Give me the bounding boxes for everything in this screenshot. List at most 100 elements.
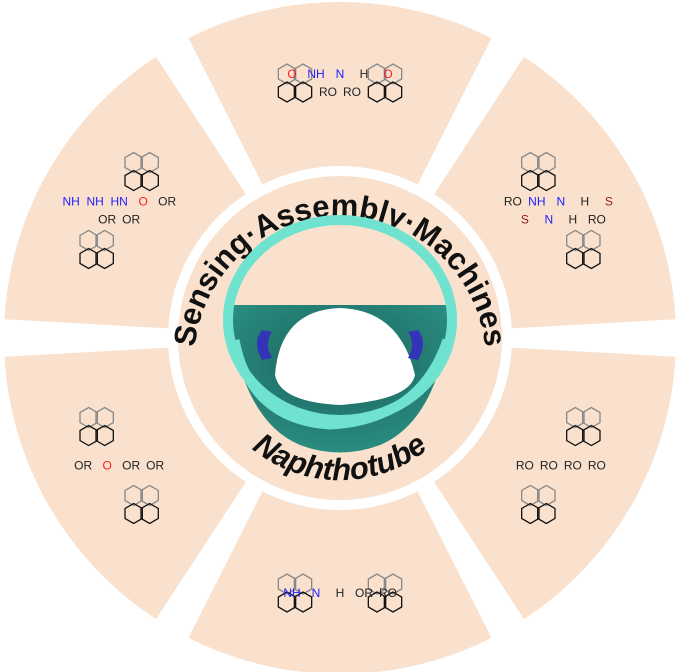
ring-bond [537,484,556,507]
ring-bond [566,424,585,447]
ring-bond [566,247,585,270]
atom-label: RO [343,85,361,99]
ring-bond [383,573,403,595]
ring-bond [277,63,297,85]
atom-label: NH [528,195,545,209]
ring-bond [293,591,313,613]
segment-background [188,2,492,185]
tube-lower-rim [230,338,452,430]
molecule-structure: OR O OR OR [74,406,164,525]
atom-label: OR [122,459,140,473]
ring-bond [367,573,387,595]
atom-label: RO [379,586,397,600]
ring-bond [140,169,159,192]
atom-label: RO [504,195,522,209]
ring-bond [367,63,387,85]
ring-bond [383,591,403,613]
atom-label: HN [110,195,127,209]
atom-label: O [102,459,111,473]
ring-bond [124,502,143,525]
ring-bond [277,591,297,613]
ring-bond [521,151,540,174]
ring-bond [367,81,387,103]
atom-label: RO [540,459,558,473]
ring-bond [95,424,114,447]
atom-label: OR [122,213,140,227]
ring-bond [537,169,556,192]
ring-bond [537,151,556,174]
naphthotube-model [223,215,457,453]
atom-label: NH [283,586,300,600]
ring-bond [521,169,540,192]
atom-label: RO [516,459,534,473]
atom-label: RO [319,85,337,99]
ring-bond [537,502,556,525]
segment-background [4,56,246,329]
ring-bond [140,151,159,174]
atom-label: N [336,67,345,81]
atom-label: RO [564,459,582,473]
atom-label: H [336,586,345,600]
ring-bond [582,229,601,252]
atom-label: N [312,586,321,600]
ring-bond [367,591,387,613]
ring-bond [566,406,585,429]
atom-label: OR [158,195,176,209]
ring-bond [79,229,98,252]
atom-label: H [569,213,578,227]
segment-background [188,491,492,672]
ring-bond [79,247,98,270]
ring-bond [124,169,143,192]
atom-label: OR [355,586,373,600]
atom-label: NH [307,67,324,81]
segment-background [434,56,676,329]
atom-label: OR [74,459,92,473]
binding-site-right [408,330,423,360]
atom-label: OR [98,213,116,227]
segment-ester-left: OR O OR OR [4,347,246,620]
ring-bond [140,502,159,525]
ring-bond [521,484,540,507]
atom-label: RO [588,213,606,227]
atom-label: H [360,67,369,81]
ring-bond [95,229,114,252]
atom-label: N [557,195,566,209]
atom-label: OR [146,459,164,473]
ring-bond [293,81,313,103]
atom-label: N [545,213,554,227]
ring-bond [124,151,143,174]
atom-label: S [605,195,613,209]
ring-bond [582,247,601,270]
ring-bond [521,502,540,525]
segment-urea-left: NH NH HN O OR OR OR [4,56,246,329]
atom-label: H [581,195,590,209]
atom-label: NH [62,195,79,209]
atom-label: S [521,213,529,227]
ring-bond [140,484,159,507]
ring-bond [277,81,297,103]
ring-bond [79,424,98,447]
ring-bond [79,406,98,429]
ring-bond [95,247,114,270]
ring-bond [95,406,114,429]
segment-background [434,347,676,620]
atom-label: O [383,67,392,81]
ring-bond [582,424,601,447]
ring-bond [293,573,313,595]
atom-label: NH [86,195,103,209]
molecule-structure: NH NH HN O OR OR OR [62,151,176,270]
atom-label: O [287,67,296,81]
ring-bond [582,406,601,429]
atom-label: O [138,195,147,209]
ring-bond [383,63,403,85]
